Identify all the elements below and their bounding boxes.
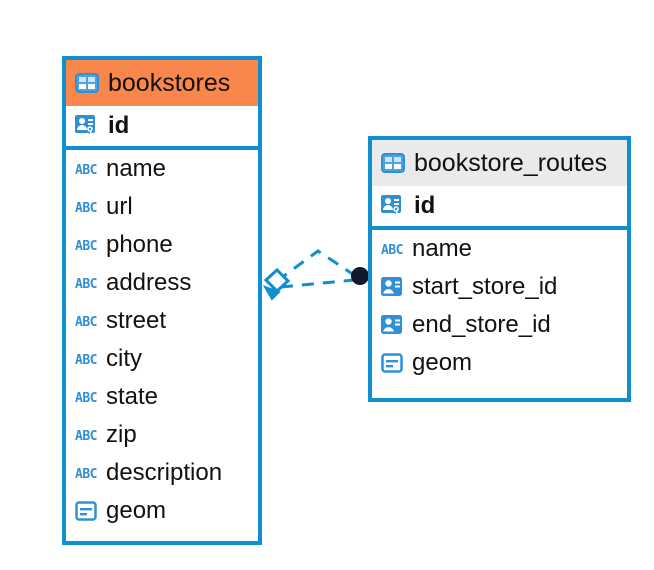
foreign-key-icon [381,277,403,297]
field-label: address [105,269,192,296]
abc-text-icon: ABC [75,428,97,444]
abc-text-icon: ABC [75,390,97,406]
geometry-icon [381,353,403,373]
field-label: name [105,155,167,182]
entity-bookstores-primary-key-row[interactable]: id [66,106,258,150]
entity-bookstore-routes[interactable]: bookstore_routes id [368,136,631,402]
abc-text-icon: ABC [75,466,97,482]
relationship-source-diamond-icon[interactable] [262,267,291,301]
field-row[interactable]: end_store_id [372,306,627,344]
field-row[interactable]: ABC zip [66,416,258,454]
abc-text-icon: ABC [75,276,97,292]
entity-bookstores-primary-key-label: id [108,112,130,139]
table-icon [381,153,405,173]
field-label: state [105,383,159,410]
entity-bookstore-routes-field-list: ABC name start_store_id [372,230,627,382]
field-row[interactable]: ABC city [66,340,258,378]
abc-text-icon: ABC [75,352,97,368]
field-row[interactable]: ABC name [66,150,258,188]
geometry-icon [75,501,97,521]
field-row[interactable]: ABC phone [66,226,258,264]
relationship-line-lower[interactable] [280,278,355,289]
field-row[interactable]: ABC url [66,188,258,226]
field-row[interactable]: geom [372,344,627,382]
primary-key-icon [381,195,405,217]
field-label: zip [105,421,137,448]
field-row[interactable]: ABC street [66,302,258,340]
field-label: city [105,345,142,372]
abc-text-icon: ABC [75,238,97,254]
field-label: street [105,307,167,334]
foreign-key-icon [381,315,403,335]
entity-bookstores-header[interactable]: bookstores [66,60,258,106]
entity-bookstore-routes-primary-key-row[interactable]: id [372,186,627,230]
relationship-line-upper[interactable] [276,249,358,283]
entity-bookstores-field-list: ABC name ABC url ABC phone ABC address A… [66,150,258,530]
field-label: name [411,235,473,262]
field-row[interactable]: ABC state [66,378,258,416]
entity-bookstore-routes-primary-key-label: id [414,192,436,219]
field-label: geom [412,349,473,376]
table-icon [75,73,99,93]
field-row[interactable]: ABC description [66,454,258,492]
primary-key-icon [75,115,99,137]
abc-text-icon: ABC [75,314,97,330]
field-row[interactable]: ABC address [66,264,258,302]
abc-text-icon: ABC [75,200,97,216]
field-row[interactable]: start_store_id [372,268,627,306]
field-label: start_store_id [412,273,558,300]
entity-bookstores-title: bookstores [108,68,231,97]
abc-text-icon: ABC [381,242,403,258]
entity-bookstores[interactable]: bookstores id [62,56,262,545]
entity-bookstore-routes-title: bookstore_routes [414,148,608,177]
abc-text-icon: ABC [75,162,97,178]
relationship-target-dot-icon[interactable] [351,267,369,285]
field-row[interactable]: geom [66,492,258,530]
field-label: phone [105,231,173,258]
entity-bookstore-routes-header[interactable]: bookstore_routes [372,140,627,186]
field-label: description [105,459,223,486]
field-label: url [105,193,133,220]
field-label: geom [106,497,167,524]
field-row[interactable]: ABC name [372,230,627,268]
field-label: end_store_id [412,311,551,338]
